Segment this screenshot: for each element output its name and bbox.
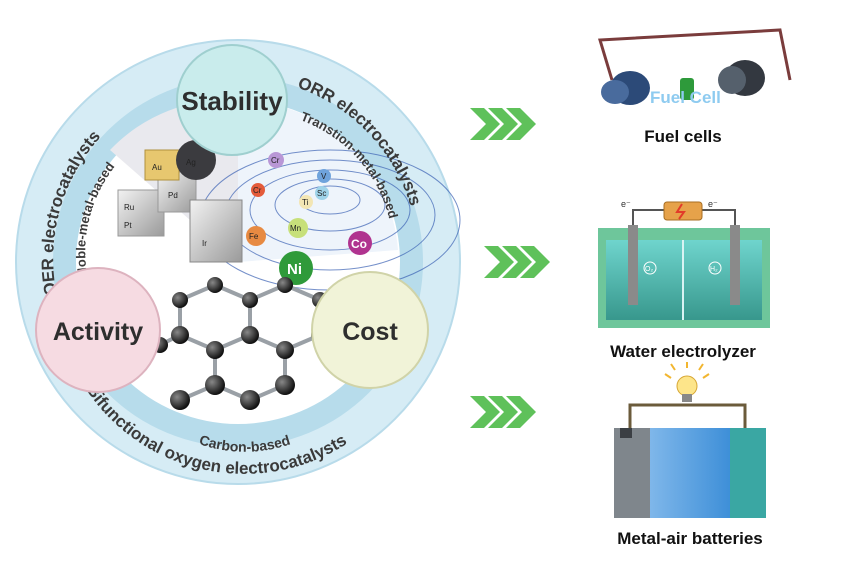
tm-label-mn: Mn bbox=[290, 224, 301, 233]
fuel-cell-illustration: Fuel Cell bbox=[598, 28, 792, 107]
noble-metal-cubes: Au Ag Ru Pd Pt Ir bbox=[117, 140, 243, 263]
tm-label-fe: Fe bbox=[249, 232, 259, 241]
electrolyzer-o2: O₂ bbox=[645, 266, 653, 273]
stability-label: Stability bbox=[181, 86, 283, 116]
metal-label-ag: Ag bbox=[186, 158, 196, 167]
metal-label-pd: Pd bbox=[168, 191, 178, 200]
cost-node bbox=[311, 271, 429, 389]
metal-label-au: Au bbox=[152, 163, 162, 172]
metal-air-batteries-caption: Metal-air batteries bbox=[617, 529, 763, 548]
tm-label-sc: Sc bbox=[317, 189, 326, 198]
electrolyzer-electron-right: e⁻ bbox=[708, 199, 718, 209]
electrolyzer-electron-left: e⁻ bbox=[621, 199, 631, 209]
cost-label: Cost bbox=[342, 318, 398, 346]
transition-metal-spheres: Cr V Sc Ti Cr Mn Fe Co Ni bbox=[246, 152, 372, 285]
water-electrolyzer-illustration: e⁻ e⁻ O₂ H₂ bbox=[598, 199, 770, 328]
tm-label-cr1: Cr bbox=[271, 156, 280, 165]
arrow-to-water-electrolyzer bbox=[484, 246, 550, 278]
stability-node bbox=[176, 44, 288, 156]
arrow-to-metal-air-batteries bbox=[470, 396, 536, 428]
tm-label-v: V bbox=[321, 172, 327, 181]
tm-label-ti: Ti bbox=[302, 198, 309, 207]
tm-label-ni: Ni bbox=[287, 261, 302, 278]
activity-node bbox=[35, 267, 161, 393]
fuel-cell-watermark: Fuel Cell bbox=[650, 88, 721, 107]
metal-air-battery-illustration bbox=[614, 362, 766, 518]
metal-label-pt: Pt bbox=[124, 221, 132, 230]
arrow-to-fuel-cells bbox=[470, 108, 536, 140]
inner-label-carbon: Carbon-based bbox=[197, 431, 291, 454]
water-electrolyzer-caption: Water electrolyzer bbox=[610, 342, 756, 361]
activity-label: Activity bbox=[53, 318, 143, 346]
metal-label-ru: Ru bbox=[124, 203, 134, 212]
tm-label-cr2: Cr bbox=[253, 186, 262, 195]
electrolyzer-h2: H₂ bbox=[710, 266, 718, 273]
transition-metal-area bbox=[238, 100, 398, 262]
metal-label-ir: Ir bbox=[202, 239, 207, 248]
tm-label-co: Co bbox=[351, 237, 367, 251]
fuel-cells-caption: Fuel cells bbox=[644, 127, 721, 146]
